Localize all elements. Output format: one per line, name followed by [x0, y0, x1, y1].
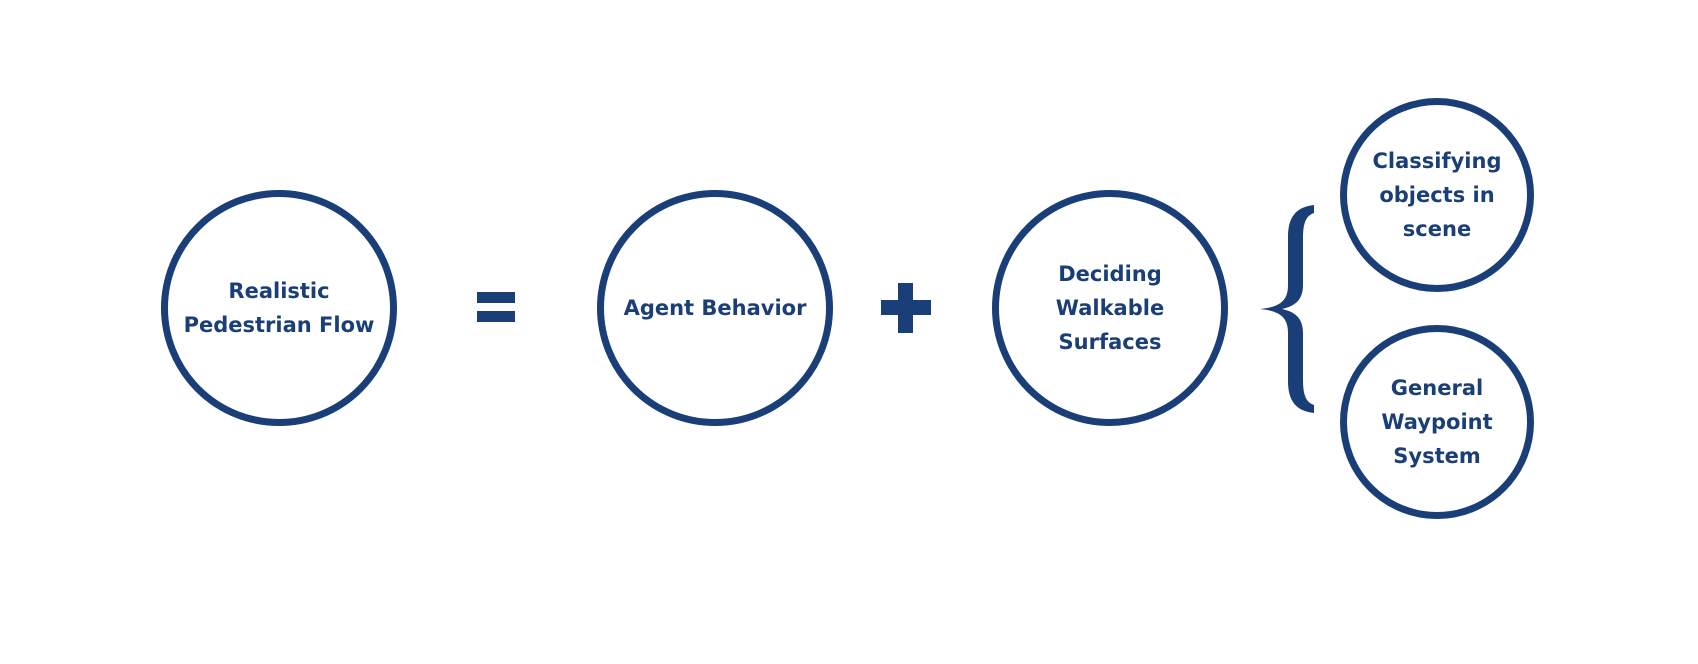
- node-label-agent-behavior: Agent Behavior: [623, 296, 807, 320]
- equals-icon: [477, 292, 515, 322]
- node-label-deciding-walkable-surfaces: Deciding Walkable Surfaces: [1055, 262, 1165, 354]
- curly-brace-icon: [1260, 205, 1314, 413]
- node-label-classifying-objects: Classifying objects in scene: [1372, 149, 1502, 241]
- node-agent-behavior: Agent Behavior: [597, 190, 833, 426]
- node-general-waypoint-system: General Waypoint System: [1340, 325, 1534, 519]
- plus-icon: [881, 283, 931, 333]
- plus-vertical-bar: [898, 283, 913, 333]
- node-label-realistic-pedestrian-flow: Realistic Pedestrian Flow: [183, 279, 375, 337]
- node-realistic-pedestrian-flow: Realistic Pedestrian Flow: [161, 190, 397, 426]
- node-label-general-waypoint-system: General Waypoint System: [1381, 376, 1493, 468]
- node-classifying-objects: Classifying objects in scene: [1340, 98, 1534, 292]
- brace-shape: [1260, 205, 1314, 413]
- node-deciding-walkable-surfaces: Deciding Walkable Surfaces: [992, 190, 1228, 426]
- equals-bottom-bar: [477, 311, 515, 322]
- equals-top-bar: [477, 292, 515, 303]
